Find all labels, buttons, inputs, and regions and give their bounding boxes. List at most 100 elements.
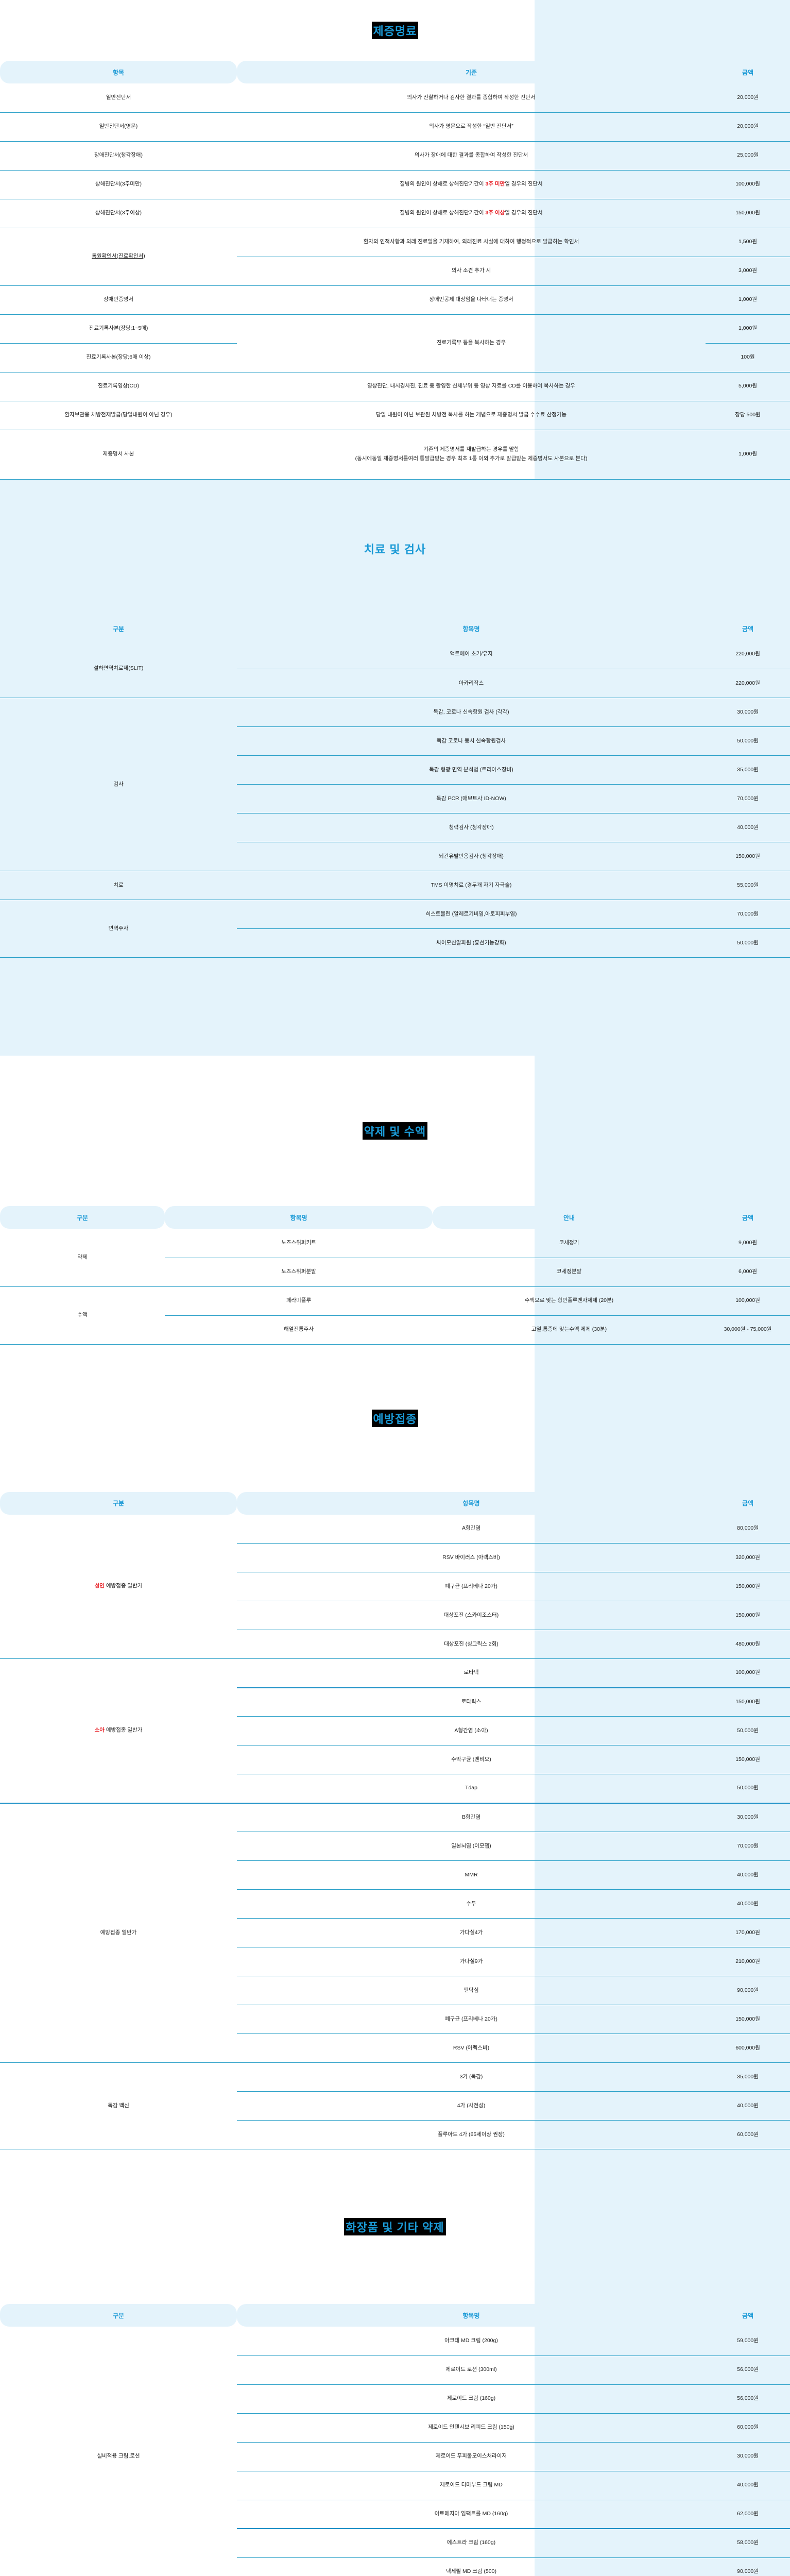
cell-amount: 100원 xyxy=(706,343,790,372)
col-header-item: 항목명 xyxy=(165,1206,433,1229)
cell-amount: 1,500원 xyxy=(706,228,790,257)
table-row: 아토메지아 임팩트를 MD (160g) 62,000원 xyxy=(0,2500,790,2529)
cell-item: 해열진통주사 xyxy=(165,1315,433,1345)
cell-amount: 25,000원 xyxy=(706,141,790,171)
cell-item: 아크테 MD 크림 (200g) xyxy=(237,2327,706,2356)
table-row: 예방접종 일반가 B형간염 30,000원 xyxy=(0,1803,790,2063)
cell-group-general: 예방접종 일반가 xyxy=(0,1803,237,2063)
table-row: Tdap 50,000원 xyxy=(0,1774,790,1804)
cell-item: 가다실9가 xyxy=(237,1947,706,1976)
table-body-certificates: 일반진단서 의사가 진찰하거나 검사한 결과를 종합하여 작성한 진단서 20,… xyxy=(0,83,790,480)
cell-note: 코세정분말 xyxy=(433,1258,706,1287)
table-row: 의사 소견 추가 시 3,000원 xyxy=(0,257,790,286)
table-row: 뇌간유발반응검사 (청각장애) 150,000원 xyxy=(0,842,790,871)
table-row: 통원확인서(진료확인서) 환자의 인적사항과 외래 진료일을 기재하여, 외래진… xyxy=(0,228,790,286)
cell-amount: 210,000원 xyxy=(706,1947,790,1976)
cell-item: 대상포진 (스카이조스터) xyxy=(237,1601,706,1630)
cell-amount: 90,000원 xyxy=(706,1976,790,2005)
table-row: 장애인증명서 장애인공제 대상임을 나타내는 증명서 1,000원 xyxy=(0,285,790,315)
cell-item: 폐구균 (프리베나 20가) xyxy=(237,1572,706,1601)
cell-amount: 50,000원 xyxy=(706,726,790,756)
basis-pre: 질병의 원인이 상해로 상해진단기간이 xyxy=(400,181,486,188)
cell-group-flu: 독감 백신 xyxy=(0,2062,237,2149)
cell-group: 설하면역치료제(SLIT) xyxy=(0,640,237,698)
cell-item: 제로이드 인텐시브 리피드 크림 (150g) xyxy=(237,2413,706,2443)
cell-amount: 1,000원 xyxy=(706,285,790,315)
cell-item: 독감, 코로나 신속항원 검사 (각각) xyxy=(237,698,706,727)
section-treatment-exam: 치료 및 검사 구분 항목명 금액 설하면역치료제(SLIT) 액트에어 초기/… xyxy=(0,479,790,1056)
col-header-item: 항목명 xyxy=(237,1492,706,1515)
cell-item: 독감 PCR (애보트사 ID-NOW) xyxy=(237,784,706,814)
table-row: 가다실4가 170,000원 xyxy=(0,1918,790,1947)
cell-amount: 70,000원 xyxy=(706,784,790,814)
cell-item: 진료기록사본(장당;1~5매) xyxy=(0,314,237,344)
table-row: 싸이모신알파원 (흉선기능강화) 50,000원 xyxy=(0,928,790,958)
cell-amount: 70,000원 xyxy=(706,900,790,929)
table-row: 수액 페라미플루 수액으로 맞는 항인플루엔자제제 (20분) 100,000원 xyxy=(0,1286,790,1345)
col-header-group: 구분 xyxy=(0,1492,237,1515)
table-row: 청력검사 (청각장애) 40,000원 xyxy=(0,813,790,842)
cell-item: Tdap xyxy=(237,1774,706,1804)
table-row: 환자보관용 처방전재발급(당일내원이 아닌 경우) 당일 내원이 아닌 보관된 … xyxy=(0,401,790,430)
cell-amount: 150,000원 xyxy=(706,1601,790,1630)
cell-amount: 40,000원 xyxy=(706,813,790,842)
cell-amount: 220,000원 xyxy=(706,640,790,669)
cell-amount: 20,000원 xyxy=(706,83,790,113)
cell-amount: 30,000원 xyxy=(706,698,790,727)
cell-note: 수액으로 맞는 항인플루엔자제제 (20분) xyxy=(433,1286,706,1316)
cell-amount: 90,000원 xyxy=(706,2557,790,2576)
table-row: 설하면역치료제(SLIT) 액트에어 초기/유지 220,000원 xyxy=(0,640,790,698)
col-header-amount: 금액 xyxy=(706,1206,790,1229)
cell-amount: 1,000원 xyxy=(706,314,790,344)
table-body-vaccination: 성인 예방접종 일반가 A형간염 80,000원 RSV 바이러스 (아렉스비)… xyxy=(0,1514,790,2149)
cell-basis: 질병의 원인이 상해로 상해진단기간이 3주 이상일 경우의 진단서 xyxy=(237,199,706,228)
cell-amount: 56,000원 xyxy=(706,2384,790,2414)
section-title-drug: 약제 및 수액 xyxy=(362,1122,428,1140)
cell-item: 뇌간유발반응검사 (청각장애) xyxy=(237,842,706,871)
section-title-wrap-certificates: 제증명료 xyxy=(0,0,790,61)
table-row: 제로이드 인텐시브 리피드 크림 (150g) 60,000원 xyxy=(0,2413,790,2443)
table-row: 독감 백신 3가 (독감) 35,000원 xyxy=(0,2062,790,2149)
table-row: 수두 40,000원 xyxy=(0,1889,790,1919)
table-row: 독감 PCR (애보트사 ID-NOW) 70,000원 xyxy=(0,784,790,814)
cell-amount: 60,000원 xyxy=(706,2413,790,2443)
table-row: 덱세릴 MD 크림 (500) 90,000원 xyxy=(0,2557,790,2576)
cell-basis: 당일 내원이 아닌 보관된 처방전 복사를 하는 개념으로 제증명서 발급 수수… xyxy=(237,401,706,430)
table-row: 실비적용 크림,로션 아크테 MD 크림 (200g) 59,000원 xyxy=(0,2327,790,2576)
cell-basis: 의사 소견 추가 시 xyxy=(237,257,706,286)
cell-amount: 3,000원 xyxy=(706,257,790,286)
cell-item: 로타릭스 xyxy=(237,1687,706,1717)
cell-amount: 320,000원 xyxy=(706,1543,790,1572)
cell-amount: 40,000원 xyxy=(706,2471,790,2500)
section-drug-fluid: 약제 및 수액 구분 항목명 안내 금액 약제 노즈스위퍼키트 코세정기 9,0… xyxy=(0,1056,790,1345)
cell-item: 제로이드 푸피물모이스처라이저 xyxy=(237,2442,706,2471)
cell-item: 제증명서 사본 xyxy=(0,430,237,480)
section-certificates: 제증명료 항목 기준 금액 일반진단서 의사가 진찰하거나 검사한 결과를 종합… xyxy=(0,0,790,480)
cell-amount: 170,000원 xyxy=(706,1918,790,1947)
table-row: 노즈스위퍼분말 코세정분말 6,000원 xyxy=(0,1258,790,1287)
table-row: 진료기록영상(CD) 영상진단, 내시경사진, 진료 중 촬영한 신체부위 등 … xyxy=(0,372,790,401)
table-row: 진료기록사본(장당;1~5매) 진료기록부 등을 복사하는 경우 1,000원 xyxy=(0,314,790,372)
cell-group: 치료 xyxy=(0,871,237,900)
cell-item: MMR xyxy=(237,1860,706,1890)
table-row: 약제 노즈스위퍼키트 코세정기 9,000원 xyxy=(0,1229,790,1287)
col-header-group: 구분 xyxy=(0,1206,165,1229)
cell-basis: 의사가 영문으로 작성한 “일반 진단서” xyxy=(237,112,706,142)
cell-group-adult: 성인 예방접종 일반가 xyxy=(0,1514,237,1659)
table-row: 대상포진 (스카이조스터) 150,000원 xyxy=(0,1601,790,1630)
table-row: 소아 예방접종 일반가 로타텍 100,000원 xyxy=(0,1658,790,1804)
table-row: 상해진단서(3주이상) 질병의 원인이 상해로 상해진단기간이 3주 이상일 경… xyxy=(0,199,790,228)
cell-amount: 100,000원 xyxy=(706,1658,790,1688)
col-header-item: 항목명 xyxy=(237,2304,706,2327)
cell-item: 진료기록영상(CD) xyxy=(0,372,237,401)
cell-group: 면역주사 xyxy=(0,900,237,958)
table-row: 진료기록사본(장당;6매 이상) 100원 xyxy=(0,343,790,372)
table-row: 일본뇌염 (이모젭) 70,000원 xyxy=(0,1832,790,1861)
cell-group-child: 소아 예방접종 일반가 xyxy=(0,1658,237,1804)
cell-amount: 30,000원 xyxy=(706,2442,790,2471)
table-row: 해열진통주사 고열,통증에 맞는수액 제제 (30분) 30,000원 - 75… xyxy=(0,1315,790,1345)
table-row: 상해진단서(3주미만) 질병의 원인이 상해로 상해진단기간이 3주 미만일 경… xyxy=(0,170,790,199)
cell-amount: 35,000원 xyxy=(706,755,790,785)
cell-item: 가다실4가 xyxy=(237,1918,706,1947)
cell-basis: 영상진단, 내시경사진, 진료 중 촬영한 신체부위 등 영상 자료를 CD를 … xyxy=(237,372,706,401)
